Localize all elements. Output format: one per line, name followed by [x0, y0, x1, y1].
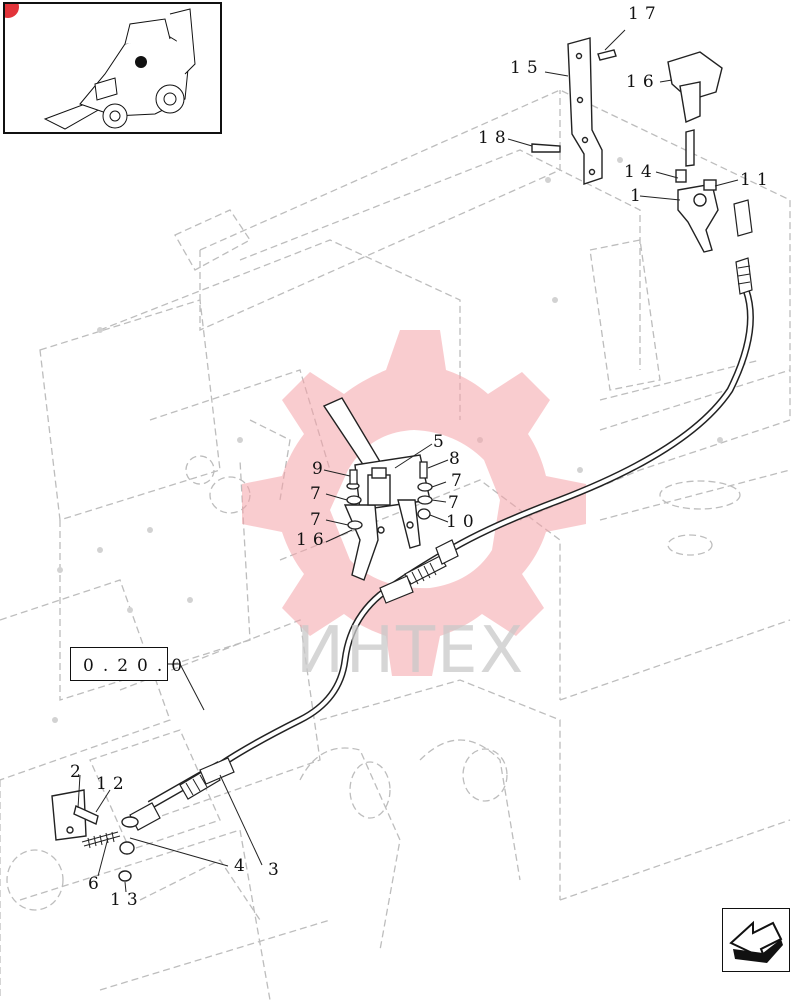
callout-11: 11 — [740, 170, 774, 190]
callout-7: 7 — [451, 471, 468, 491]
callout-8: 8 — [449, 449, 466, 469]
callout-12: 12 — [96, 774, 130, 794]
callout-13: 13 — [110, 890, 144, 910]
callout-16: 16 — [626, 72, 660, 92]
callout-16-lower: 16 — [296, 530, 330, 550]
corner-badge-icon — [5, 4, 19, 18]
callout-7: 7 — [310, 484, 327, 504]
callout-3: 3 — [268, 860, 285, 880]
machine-thumbnail[interactable] — [3, 2, 222, 134]
next-page-button[interactable] — [722, 908, 790, 972]
hand-throttle-assembly — [531, 37, 723, 253]
callout-1: 1 — [630, 186, 647, 206]
ghost-chassis-outline — [0, 89, 791, 1000]
callout-14: 14 — [624, 162, 658, 182]
callout-17: 17 — [628, 4, 662, 24]
callout-9: 9 — [312, 459, 329, 479]
cable-thread-marks — [185, 265, 751, 796]
pedal-hardware — [346, 461, 433, 530]
cross-reference-box[interactable] — [70, 647, 168, 681]
callout-7: 7 — [310, 510, 327, 530]
callout-leader-lines — [77, 29, 739, 893]
callout-18: 18 — [478, 128, 512, 148]
backhoe-loader-icon — [43, 8, 196, 130]
watermark-gear-icon — [242, 330, 586, 676]
callout-10: 10 — [446, 512, 480, 532]
watermark-text: ИНТЕХ — [296, 614, 526, 688]
callout-6: 6 — [88, 874, 105, 894]
cable-sleeves — [129, 199, 753, 831]
callout-15: 15 — [510, 58, 544, 78]
next-page-arrow-icon — [729, 920, 783, 963]
callout-2: 2 — [70, 762, 87, 782]
cross-reference-text[interactable]: 0.20.0 — [83, 656, 192, 676]
callout-5: 5 — [433, 432, 450, 452]
callout-4: 4 — [234, 856, 251, 876]
callout-7: 7 — [448, 493, 465, 513]
return-spring — [81, 831, 121, 849]
engine-end-bracket — [51, 789, 139, 882]
